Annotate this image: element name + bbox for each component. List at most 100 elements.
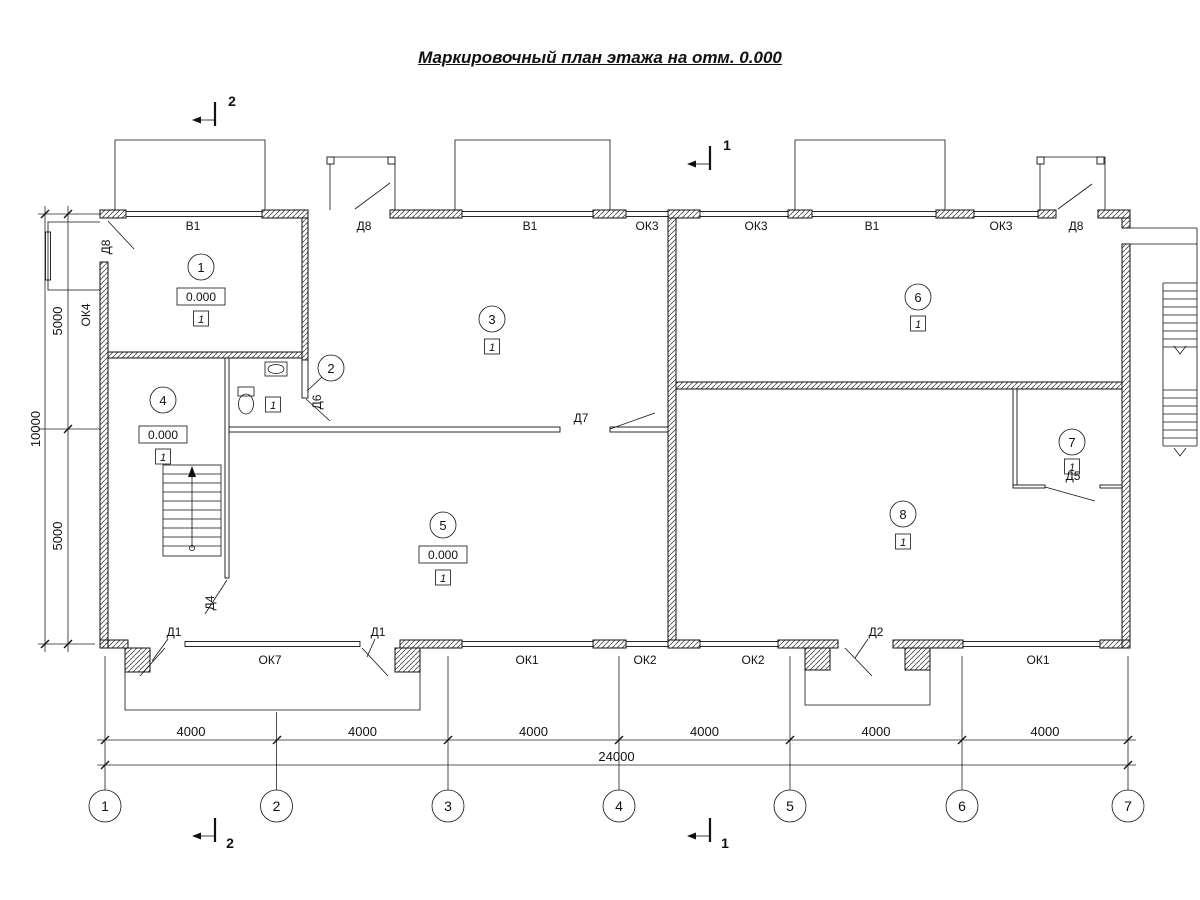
dim-4000-5: 4000 [862, 724, 891, 739]
window-ok2-a [625, 641, 669, 647]
axis-6: 6 [958, 798, 966, 814]
leader-d1b [366, 638, 376, 658]
dim-4000-1: 4000 [177, 724, 206, 739]
label-d7: Д7 [574, 411, 589, 425]
room-6-finish: 1 [915, 319, 921, 331]
dim-4000-2: 4000 [348, 724, 377, 739]
window-ok7 [184, 641, 361, 647]
room-3-finish: 1 [489, 342, 495, 354]
section-mark-1-top: 1 [687, 137, 731, 170]
room-marker-3: 3 1 [478, 305, 506, 355]
window-ok1-b [962, 641, 1101, 647]
window-v1-b [461, 211, 594, 217]
window-v1-c [811, 211, 937, 217]
room-marker-4: 4 0.000 1 [138, 386, 188, 465]
section-marks: 2 1 2 1 [192, 93, 731, 851]
label-v1-b: В1 [523, 219, 538, 233]
room-marker-6: 6 1 [904, 283, 932, 332]
label-d8-left: Д8 [99, 239, 113, 254]
room-2-finish: 1 [270, 400, 276, 412]
window-ok1-a [461, 641, 594, 647]
window-ok3-a [625, 211, 669, 217]
label-ok3-c: ОК3 [990, 219, 1013, 233]
door-leaf-d6 [305, 398, 331, 422]
dim-5000-2: 5000 [50, 522, 65, 551]
section-2-label: 2 [228, 93, 236, 109]
room-marker-1: 1 0.000 1 [176, 253, 226, 327]
label-ok2-a: ОК2 [634, 653, 657, 667]
dim-4000-3: 4000 [519, 724, 548, 739]
room-7-number: 7 [1068, 435, 1075, 450]
label-d1b: Д1 [371, 625, 386, 639]
label-ok4: ОК4 [79, 303, 93, 326]
section-1-label: 1 [723, 137, 731, 153]
room-marker-7: 7 1 [1058, 428, 1086, 475]
axis-4: 4 [615, 798, 623, 814]
label-d6: Д6 [310, 394, 324, 409]
room-4-elevation: 0.000 [148, 428, 178, 442]
section-arrow-icon [192, 832, 201, 840]
section-1-label-bottom: 1 [721, 835, 729, 851]
projections [47, 139, 1106, 291]
porch-post [326, 156, 335, 165]
opening-labels: Д8 В1 Д8 В1 ОК3 ОК3 В1 ОК3 Д8 Д1 ОК7 Д1 … [79, 219, 1084, 667]
dim-4000-6: 4000 [1031, 724, 1060, 739]
room-8-finish: 1 [900, 537, 906, 549]
label-d2: Д2 [869, 625, 884, 639]
label-ok7: ОК7 [259, 653, 282, 667]
door-leaf-d5 [1044, 486, 1096, 502]
room-marker-2: 2 1 [265, 354, 345, 413]
section-arrow-icon [687, 160, 696, 168]
label-d8-top2: Д8 [1069, 219, 1084, 233]
window-v1-a [125, 211, 263, 217]
sink-icon [264, 361, 288, 377]
label-ok1-b: ОК1 [1027, 653, 1050, 667]
leader-d1a [151, 638, 169, 662]
section-arrow-icon [192, 116, 201, 124]
label-d4: Д4 [203, 595, 217, 610]
stair-direction-arrow [1173, 345, 1187, 355]
porch-post [1096, 156, 1105, 165]
windows [45, 211, 1101, 647]
left-bay [47, 221, 100, 291]
room-5-finish: 1 [440, 573, 446, 585]
porch-post [1036, 156, 1045, 165]
room-1-number: 1 [197, 260, 204, 275]
room-4-number: 4 [159, 393, 166, 408]
room-3-number: 3 [488, 312, 495, 327]
exterior-stair [1130, 227, 1198, 457]
toilet-icon [237, 386, 255, 397]
section-mark-2-bottom: 2 [192, 818, 234, 851]
interior-walls [107, 217, 1123, 641]
stairs-up-arrow [188, 466, 196, 477]
window-ok2-b [699, 641, 779, 647]
room-markers: 1 0.000 1 2 1 3 1 4 0. [138, 253, 1086, 586]
axis-3: 3 [444, 798, 452, 814]
door-leaf-d2 [844, 647, 873, 677]
room-marker-5: 5 0.000 1 [418, 511, 468, 586]
label-ok3-a: ОК3 [636, 219, 659, 233]
drawing-title-text: Маркировочный план этажа на отм. 0.000 [418, 48, 782, 67]
door-leaf-d8-top [354, 182, 391, 210]
axis-2: 2 [273, 798, 281, 814]
section-mark-1-bottom: 1 [687, 818, 729, 851]
leader-d2 [854, 638, 869, 659]
label-d5: Д5 [1066, 469, 1081, 483]
dim-10000: 10000 [28, 411, 43, 447]
dimensions: 4000 4000 4000 4000 4000 4000 24000 5000… [28, 206, 1136, 790]
label-d8-top: Д8 [357, 219, 372, 233]
label-v1-a: В1 [186, 219, 201, 233]
drawing-title: Маркировочный план этажа на отм. 0.000 [0, 48, 1200, 68]
room-1-finish: 1 [198, 314, 204, 326]
label-v1-c: В1 [865, 219, 880, 233]
door-leaf-d4 [204, 579, 228, 615]
door-leaf-d1b [361, 647, 389, 677]
room-8-number: 8 [899, 507, 906, 522]
door-leaf-d1a [139, 647, 166, 677]
section-arrow-icon [687, 832, 696, 840]
label-ok2-b: ОК2 [742, 653, 765, 667]
section-2-label-bottom: 2 [226, 835, 234, 851]
label-ok3-b: ОК3 [745, 219, 768, 233]
